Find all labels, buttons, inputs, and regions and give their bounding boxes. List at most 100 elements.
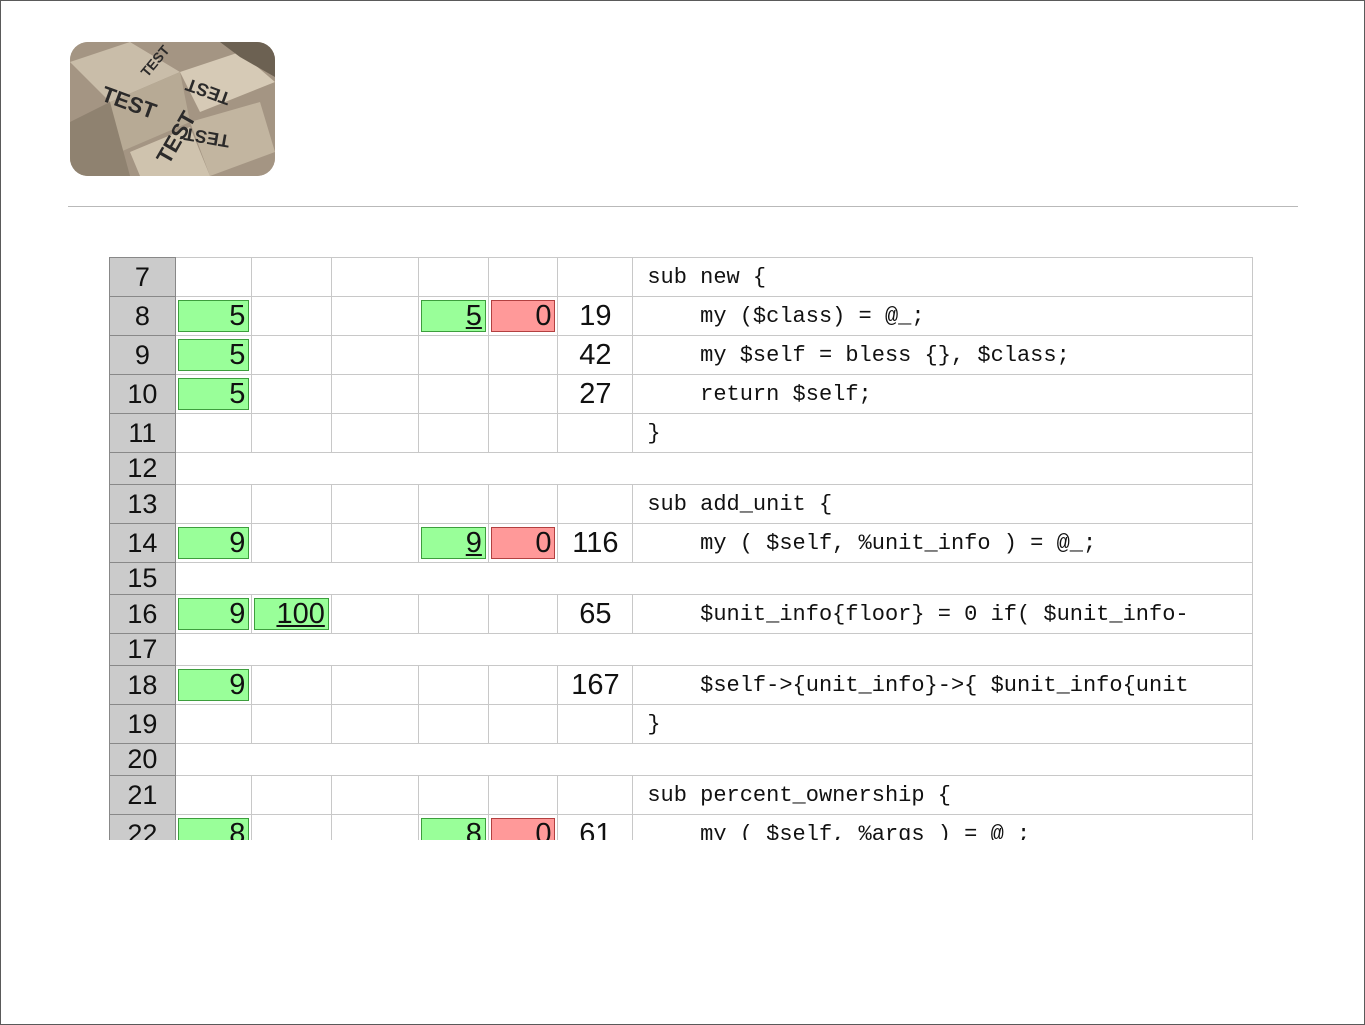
statement-count-cell: 9 (174, 594, 253, 634)
condition-true-count-cell: 5 (418, 296, 489, 336)
source-code-text: } (647, 711, 661, 737)
statement-count-cell: 8 (174, 814, 253, 840)
time-value: 61 (557, 814, 634, 840)
condition-true-count-cell (418, 775, 489, 815)
time-value (557, 257, 634, 297)
statement-count: 8 (177, 818, 250, 840)
statement-count-cell: 5 (174, 374, 253, 414)
subroutine-count-cell (330, 775, 420, 815)
source-code-text: $unit_info{floor} = 0 if( $unit_info- (647, 601, 1189, 627)
condition-true-count-cell: 9 (418, 523, 489, 563)
line-number: 18 (109, 665, 176, 705)
table-row: 15 (109, 562, 1253, 595)
condition-true-count-cell (418, 484, 489, 524)
line-number: 12 (109, 452, 176, 485)
line-number: 13 (109, 484, 176, 524)
condition-false-count-cell (487, 704, 559, 744)
subroutine-count-cell (330, 374, 420, 414)
source-code: my ( $self, %unit_info ) = @_; (632, 523, 1253, 563)
source-code-text: my ( $self, %unit_info ) = @_; (647, 530, 1097, 556)
condition-true-count-cell (418, 257, 489, 297)
source-code: } (632, 704, 1253, 744)
line-number: 15 (109, 562, 176, 595)
statement-count-cell: 5 (174, 296, 253, 336)
condition-true-count[interactable]: 9 (421, 527, 486, 559)
source-code: return $self; (632, 374, 1253, 414)
source-code-text: my ( $self, %args ) = @_; (647, 821, 1031, 841)
source-code: my $self = bless {}, $class; (632, 335, 1253, 375)
condition-true-count-cell (418, 335, 489, 375)
condition-false-count-cell (487, 374, 559, 414)
statement-count-cell: 5 (174, 335, 253, 375)
blank-line (174, 562, 1253, 595)
test-boxes-logo: TEST TEST TEST TEST TEST (70, 42, 275, 176)
subroutine-count-cell (330, 257, 420, 297)
table-row: 11} (109, 413, 1253, 453)
header-divider (68, 206, 1298, 207)
time-value: 116 (557, 523, 634, 563)
subroutine-count-cell (330, 413, 420, 453)
time-value (557, 484, 634, 524)
branch-percent[interactable]: 100 (254, 598, 329, 630)
source-code: my ($class) = @_; (632, 296, 1253, 336)
condition-true-count-cell (418, 594, 489, 634)
branch-percent-cell (251, 704, 332, 744)
branch-percent-cell (251, 665, 332, 705)
statement-count: 5 (177, 339, 250, 371)
statement-count: 9 (177, 669, 250, 701)
branch-percent-cell (251, 523, 332, 563)
condition-false-count-cell (487, 775, 559, 815)
condition-false-count-cell (487, 484, 559, 524)
statement-count-cell (174, 704, 253, 744)
statement-count: 5 (177, 378, 250, 410)
statement-count-cell (174, 484, 253, 524)
statement-count: 5 (177, 300, 250, 332)
blank-line (174, 633, 1253, 666)
table-row: 20 (109, 743, 1253, 776)
subroutine-count-cell (330, 523, 420, 563)
condition-true-count-cell (418, 665, 489, 705)
branch-percent-cell (251, 257, 332, 297)
condition-false-count-cell (487, 335, 559, 375)
source-code-text: my $self = bless {}, $class; (647, 342, 1070, 368)
time-value (557, 704, 634, 744)
branch-percent-cell (251, 775, 332, 815)
time-value: 27 (557, 374, 634, 414)
source-code: sub add_unit { (632, 484, 1253, 524)
branch-percent-cell: 100 (251, 594, 332, 634)
statement-count: 9 (177, 598, 250, 630)
line-number: 9 (109, 335, 176, 375)
condition-false-count: 0 (490, 300, 556, 332)
subroutine-count-cell (330, 484, 420, 524)
subroutine-count-cell (330, 814, 420, 840)
branch-percent-cell (251, 374, 332, 414)
source-code: my ( $self, %args ) = @_; (632, 814, 1253, 841)
condition-true-count-cell: 8 (418, 814, 489, 840)
source-code-text: sub new { (647, 264, 767, 290)
table-row: 13 sub add_unit { (109, 484, 1253, 524)
condition-false-count-cell (487, 413, 559, 453)
condition-true-count[interactable]: 8 (421, 818, 486, 840)
line-number: 21 (109, 775, 176, 815)
source-code-text: return $self; (647, 381, 872, 407)
condition-false-count: 0 (490, 818, 556, 840)
blank-line (174, 743, 1253, 776)
time-value (557, 775, 634, 815)
subroutine-count-cell (330, 594, 420, 634)
source-code: sub percent_ownership { (632, 775, 1253, 815)
source-code-text: my ($class) = @_; (647, 303, 925, 329)
condition-true-count[interactable]: 5 (421, 300, 486, 332)
condition-false-count-cell: 0 (487, 296, 559, 336)
blank-line (174, 452, 1253, 485)
time-value: 42 (557, 335, 634, 375)
statement-count-cell (174, 775, 253, 815)
branch-percent-cell (251, 484, 332, 524)
source-code-text: sub add_unit { (647, 491, 833, 517)
branch-percent-cell (251, 814, 332, 840)
statement-count-cell (174, 257, 253, 297)
